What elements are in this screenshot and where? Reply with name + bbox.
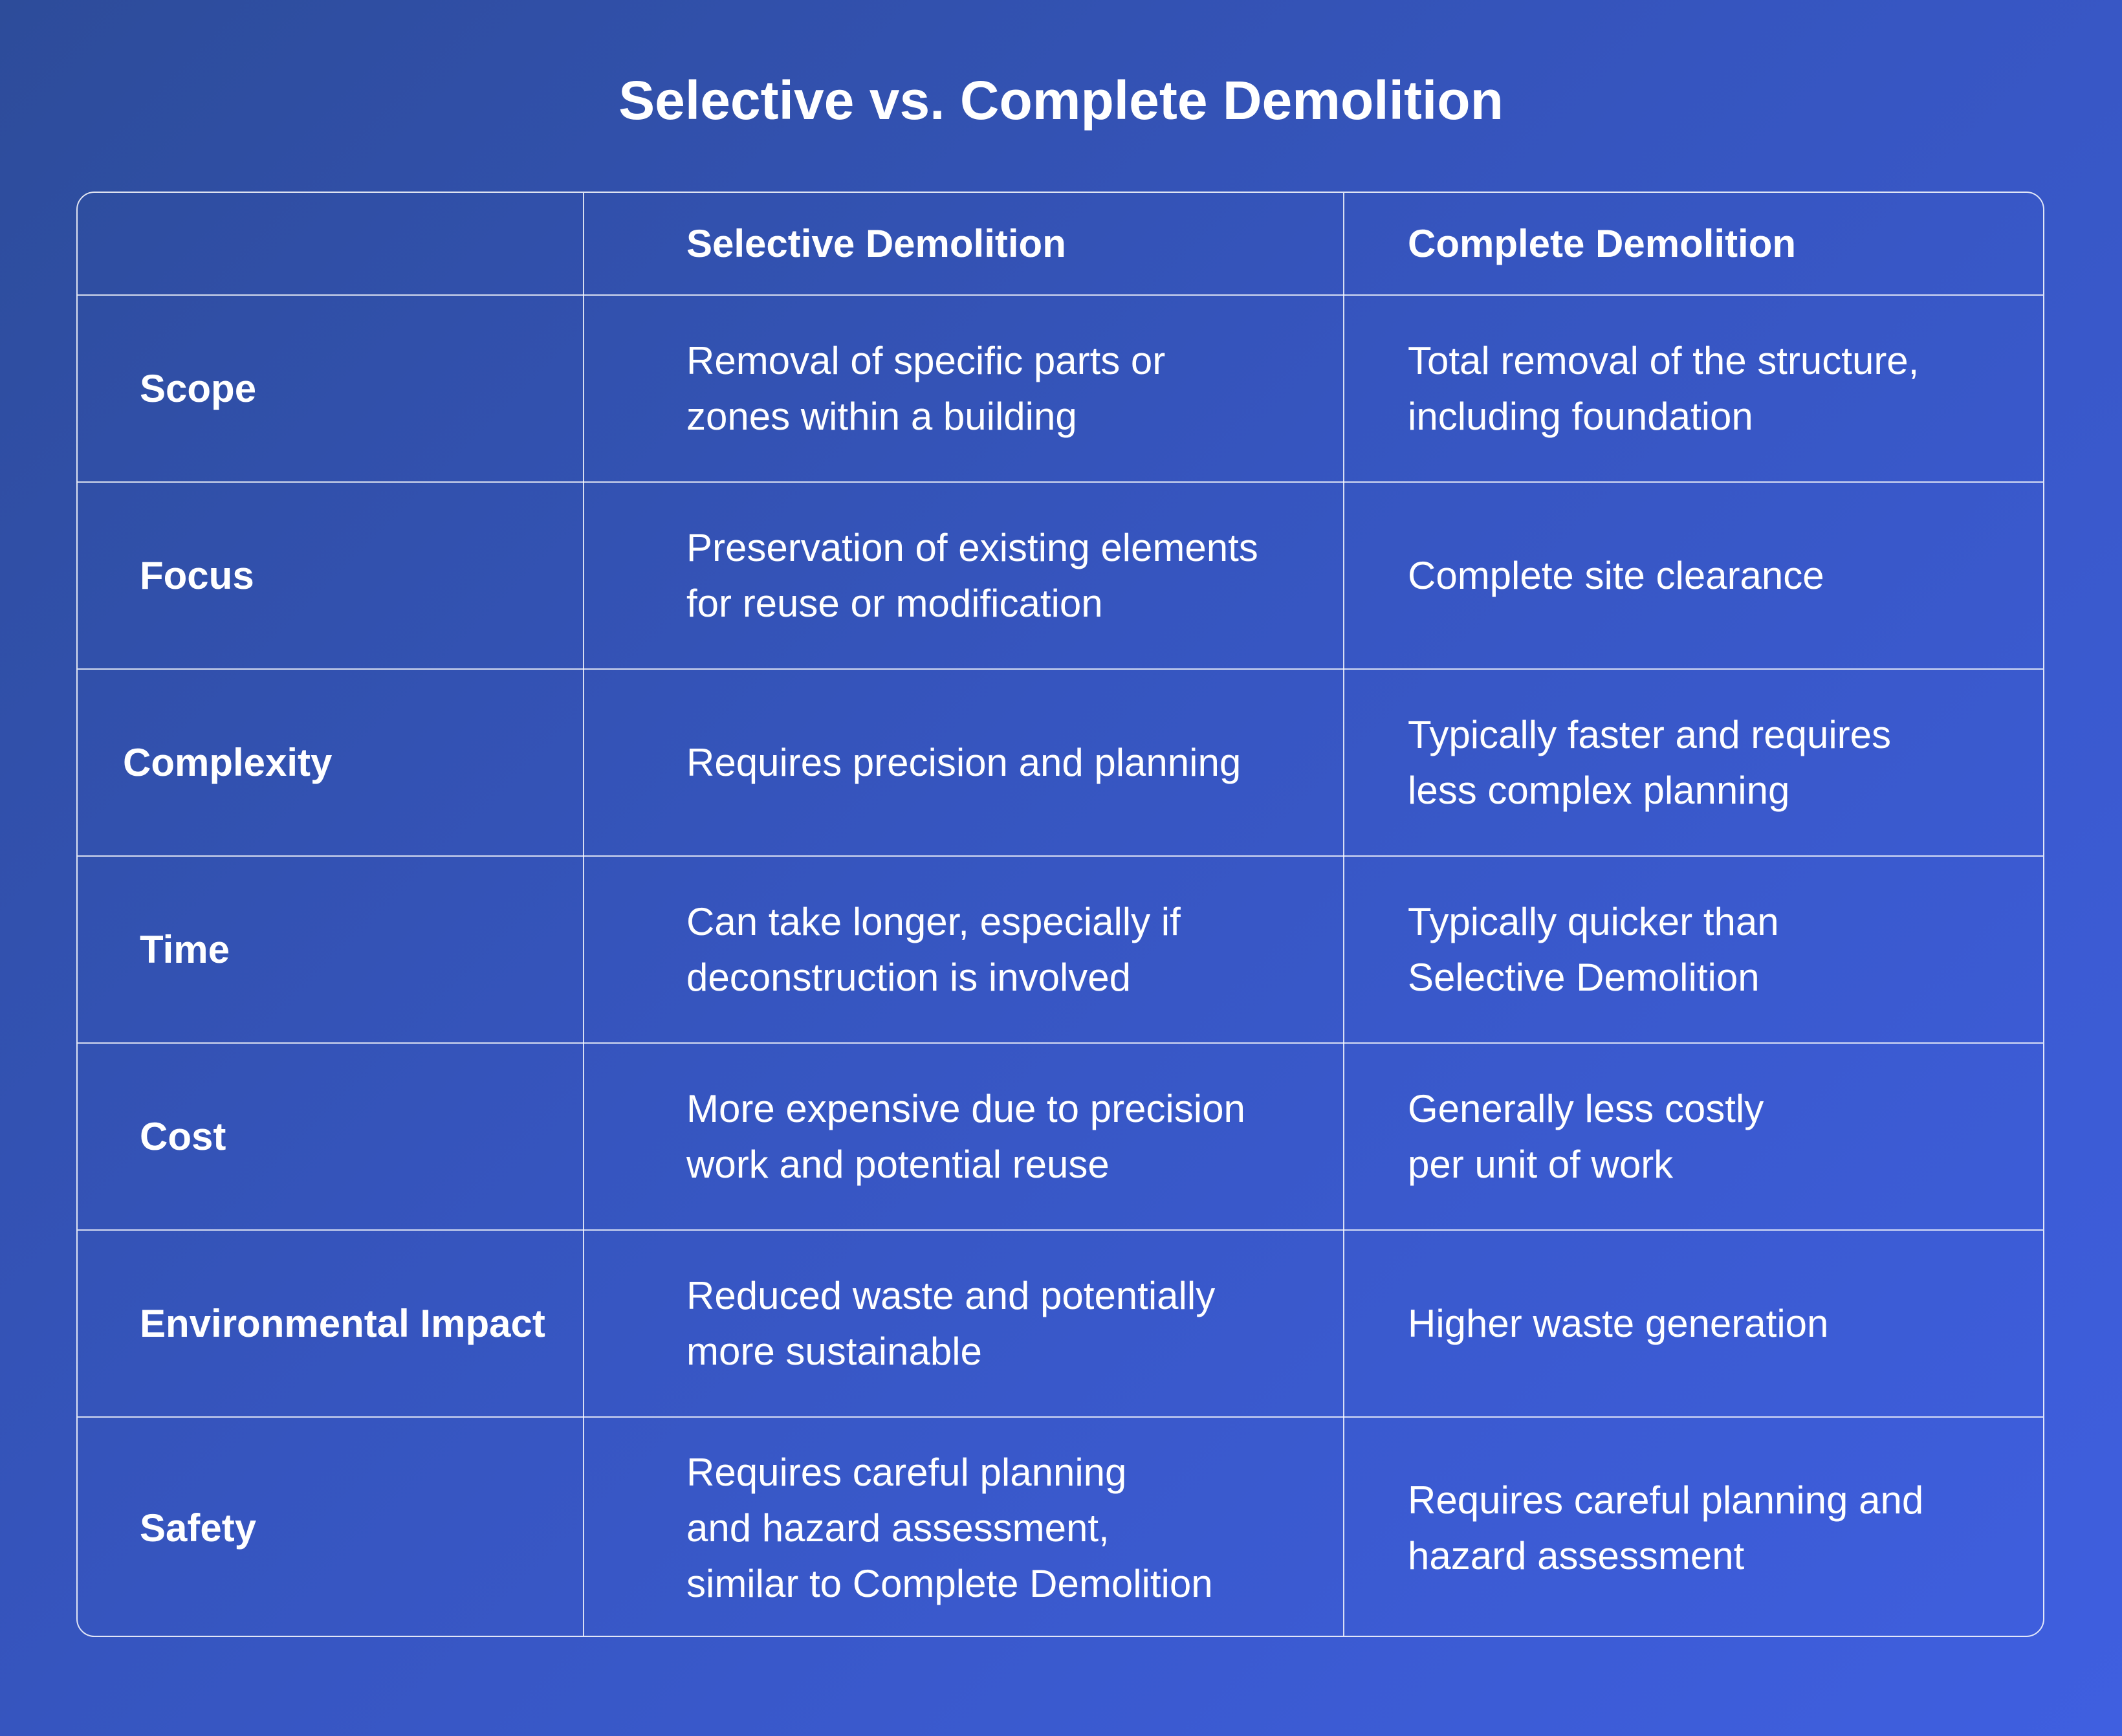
- complete-cell: Total removal of the structure, includin…: [1343, 294, 2043, 483]
- table-header-row: Selective Demolition Complete Demolition: [78, 193, 2043, 296]
- complete-cell: Generally less costly per unit of work: [1343, 1042, 2043, 1231]
- selective-cell: More expensive due to precision work and…: [583, 1042, 1344, 1231]
- table-row: Focus Preservation of existing elements …: [78, 481, 2043, 670]
- row-criterion: Scope: [78, 294, 584, 483]
- selective-cell: Reduced waste and potentially more susta…: [583, 1229, 1344, 1418]
- table-row: Time Can take longer, especially if deco…: [78, 855, 2043, 1044]
- row-criterion: Time: [78, 855, 584, 1044]
- selective-cell: Preservation of existing elements for re…: [583, 481, 1344, 670]
- row-criterion: Safety: [78, 1416, 584, 1636]
- complete-cell: Typically faster and requires less compl…: [1343, 668, 2043, 857]
- selective-cell: Requires careful planning and hazard ass…: [583, 1416, 1344, 1636]
- header-selective-demolition: Selective Demolition: [583, 193, 1344, 296]
- complete-cell: Complete site clearance: [1343, 481, 2043, 670]
- row-criterion: Environmental Impact: [78, 1229, 584, 1418]
- selective-cell: Removal of specific parts or zones withi…: [583, 294, 1344, 483]
- table-row: Environmental Impact Reduced waste and p…: [78, 1229, 2043, 1418]
- comparison-table: Selective Demolition Complete Demolition…: [76, 192, 2044, 1637]
- table-row: Cost More expensive due to precision wor…: [78, 1042, 2043, 1231]
- table-row: Scope Removal of specific parts or zones…: [78, 294, 2043, 483]
- table-row: Safety Requires careful planning and haz…: [78, 1416, 2043, 1636]
- header-complete-demolition: Complete Demolition: [1343, 193, 2043, 296]
- selective-cell: Requires precision and planning: [583, 668, 1344, 857]
- complete-cell: Typically quicker than Selective Demolit…: [1343, 855, 2043, 1044]
- header-criterion-cell: [78, 193, 584, 296]
- page-title: Selective vs. Complete Demolition: [618, 70, 1504, 131]
- row-criterion: Cost: [78, 1042, 584, 1231]
- table-row: Complexity Requires precision and planni…: [78, 668, 2043, 857]
- complete-cell: Higher waste generation: [1343, 1229, 2043, 1418]
- complete-cell: Requires careful planning and hazard ass…: [1343, 1416, 2043, 1636]
- row-criterion: Complexity: [78, 668, 584, 857]
- selective-cell: Can take longer, especially if deconstru…: [583, 855, 1344, 1044]
- row-criterion: Focus: [78, 481, 584, 670]
